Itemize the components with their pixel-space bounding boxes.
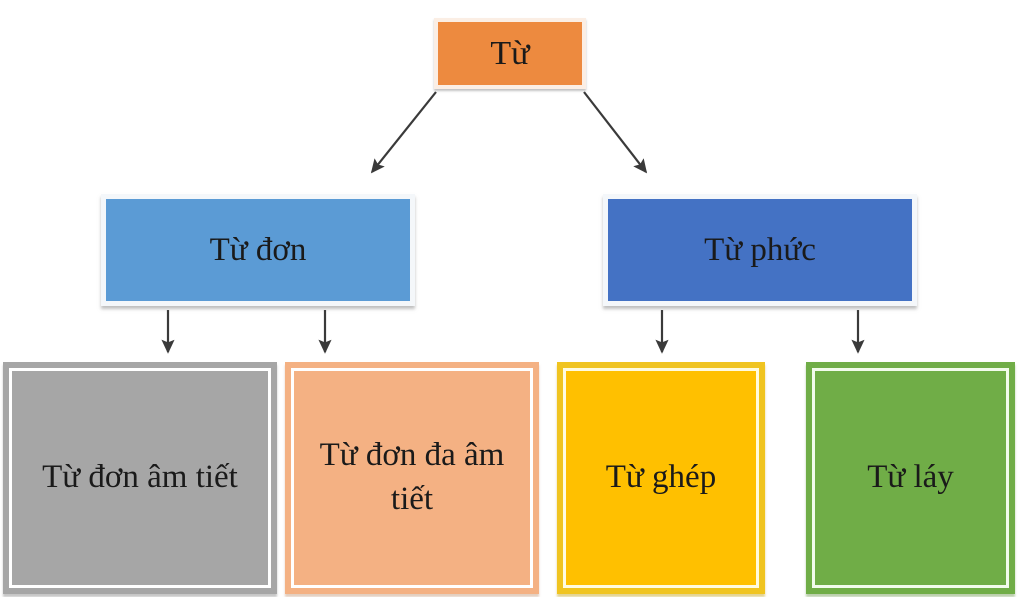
- node-tu-label: Từ: [490, 34, 530, 72]
- node-tu-don-am-tiet-label: Từ đơn âm tiết: [42, 459, 238, 496]
- node-tu-lay-label: Từ láy: [867, 459, 954, 496]
- edge-root-to-tu-don: [370, 91, 437, 174]
- node-tu-ghep-label: Từ ghép: [605, 459, 717, 496]
- node-tu[interactable]: Từ: [434, 18, 586, 89]
- node-tu-don-da-am-tiet[interactable]: Từ đơn đa âm tiết: [285, 362, 539, 594]
- node-tu-phuc-label: Từ phức: [704, 231, 816, 268]
- node-tu-ghep[interactable]: Từ ghép: [557, 362, 765, 594]
- node-tu-don[interactable]: Từ đơn: [101, 194, 415, 306]
- node-tu-don-label: Từ đơn: [209, 231, 307, 268]
- node-tu-lay[interactable]: Từ láy: [806, 362, 1015, 594]
- node-tu-don-da-am-tiet-label: Từ đơn đa âm tiết: [319, 437, 505, 517]
- node-tu-phuc[interactable]: Từ phức: [603, 194, 917, 306]
- edge-root-to-tu-phuc: [583, 91, 648, 174]
- node-tu-don-am-tiet[interactable]: Từ đơn âm tiết: [3, 362, 277, 594]
